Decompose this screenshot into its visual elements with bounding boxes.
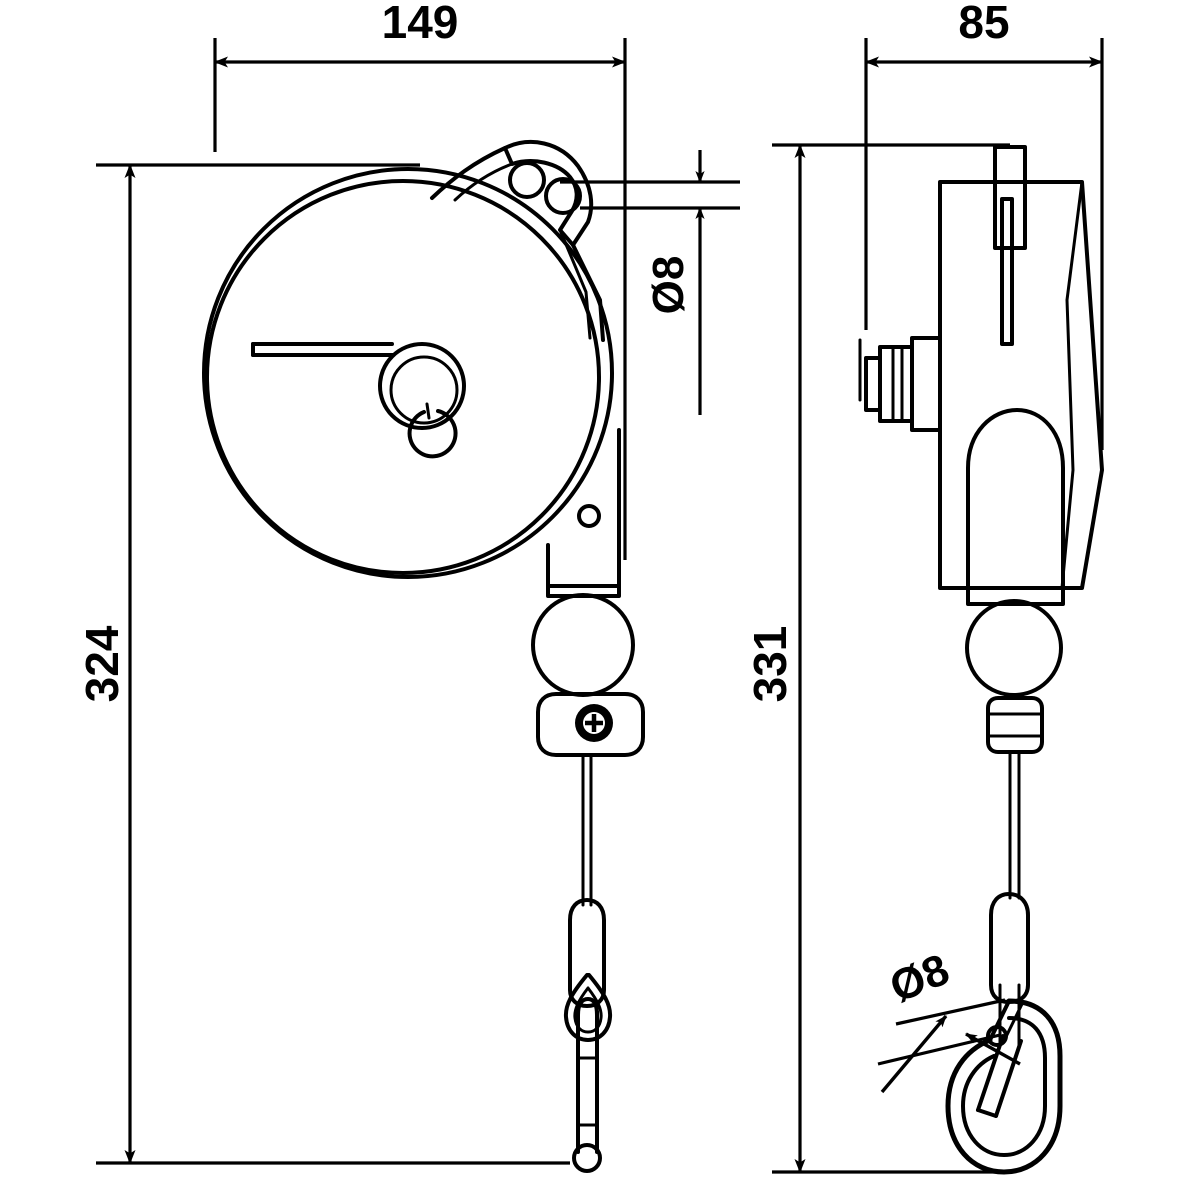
knob-body	[878, 345, 914, 423]
mounting-bracket-edge-inner	[453, 162, 514, 202]
hook-tip-end	[572, 1143, 602, 1173]
snap-hook-inner	[961, 1016, 1047, 1157]
mounting-bracket	[503, 140, 594, 247]
dim-arrow-dia8-hook-a	[880, 1014, 948, 1094]
arch-recess	[966, 408, 1065, 590]
front-view	[202, 140, 645, 1173]
knob-base	[910, 336, 942, 432]
hook-gate-lever-right	[994, 1039, 1023, 1118]
stopper-screw-cross	[585, 714, 603, 732]
cable-anchor-pin	[577, 504, 601, 528]
side-view	[858, 145, 1104, 1175]
center-hub-outer-ring	[378, 342, 466, 430]
mounting-hole-lower	[544, 177, 582, 215]
cable-stopper	[536, 692, 645, 757]
dimension-width-side: 85	[864, 0, 1104, 450]
hook-nose-right	[1001, 1002, 1024, 1045]
mounting-slot	[1000, 197, 1014, 346]
mounting-hole-upper	[508, 161, 546, 199]
dim-label-85: 85	[958, 0, 1009, 48]
dimension-height-side: 331	[744, 143, 1010, 1174]
knob-tip	[864, 356, 882, 412]
housing-neck-side	[966, 586, 1065, 606]
hook-eye-inner	[573, 986, 603, 1034]
drum-housing-inner	[205, 179, 601, 575]
thimble-sleeve	[989, 892, 1030, 1004]
dimension-height-front: 324	[76, 163, 570, 1165]
dim-label-dia8-hole: Ø8	[644, 256, 693, 315]
center-hub-keyway	[425, 402, 431, 420]
hook-nose-left	[988, 999, 1011, 1042]
ext-line-dia8-hook-upper	[895, 998, 1006, 1026]
dim-arrow-dia8-hook-b	[965, 1032, 1021, 1066]
cable-stopper	[986, 696, 1044, 754]
dim-label-331: 331	[744, 626, 796, 703]
bracket-taper-inner	[558, 228, 592, 340]
center-hub-mid-ring	[389, 355, 459, 425]
knob-knurl-lines	[891, 345, 904, 423]
mounting-tab	[993, 145, 1027, 250]
cable-guide-roller	[965, 599, 1063, 697]
drum-housing-outer	[202, 167, 614, 579]
snap-hook-outer	[945, 998, 1063, 1175]
dimension-hole-diameter: Ø8	[560, 150, 740, 415]
center-hub-core	[407, 409, 458, 459]
dim-label-324: 324	[76, 625, 128, 702]
hook-gate-lever-end	[976, 1108, 998, 1118]
housing-body	[938, 180, 1104, 590]
hook-eye-outer	[563, 973, 613, 1042]
housing-body-inner-edge	[1060, 180, 1084, 590]
hook-gate-lever-left	[976, 1034, 1005, 1112]
dim-label-149: 149	[382, 0, 459, 48]
mounting-bracket-edge-upper	[430, 146, 507, 200]
dimension-width-front: 149	[213, 0, 627, 560]
hook-shank-top	[576, 997, 599, 1017]
stopper-side-lines	[986, 712, 1044, 738]
bracket-taper-outer	[571, 243, 605, 342]
